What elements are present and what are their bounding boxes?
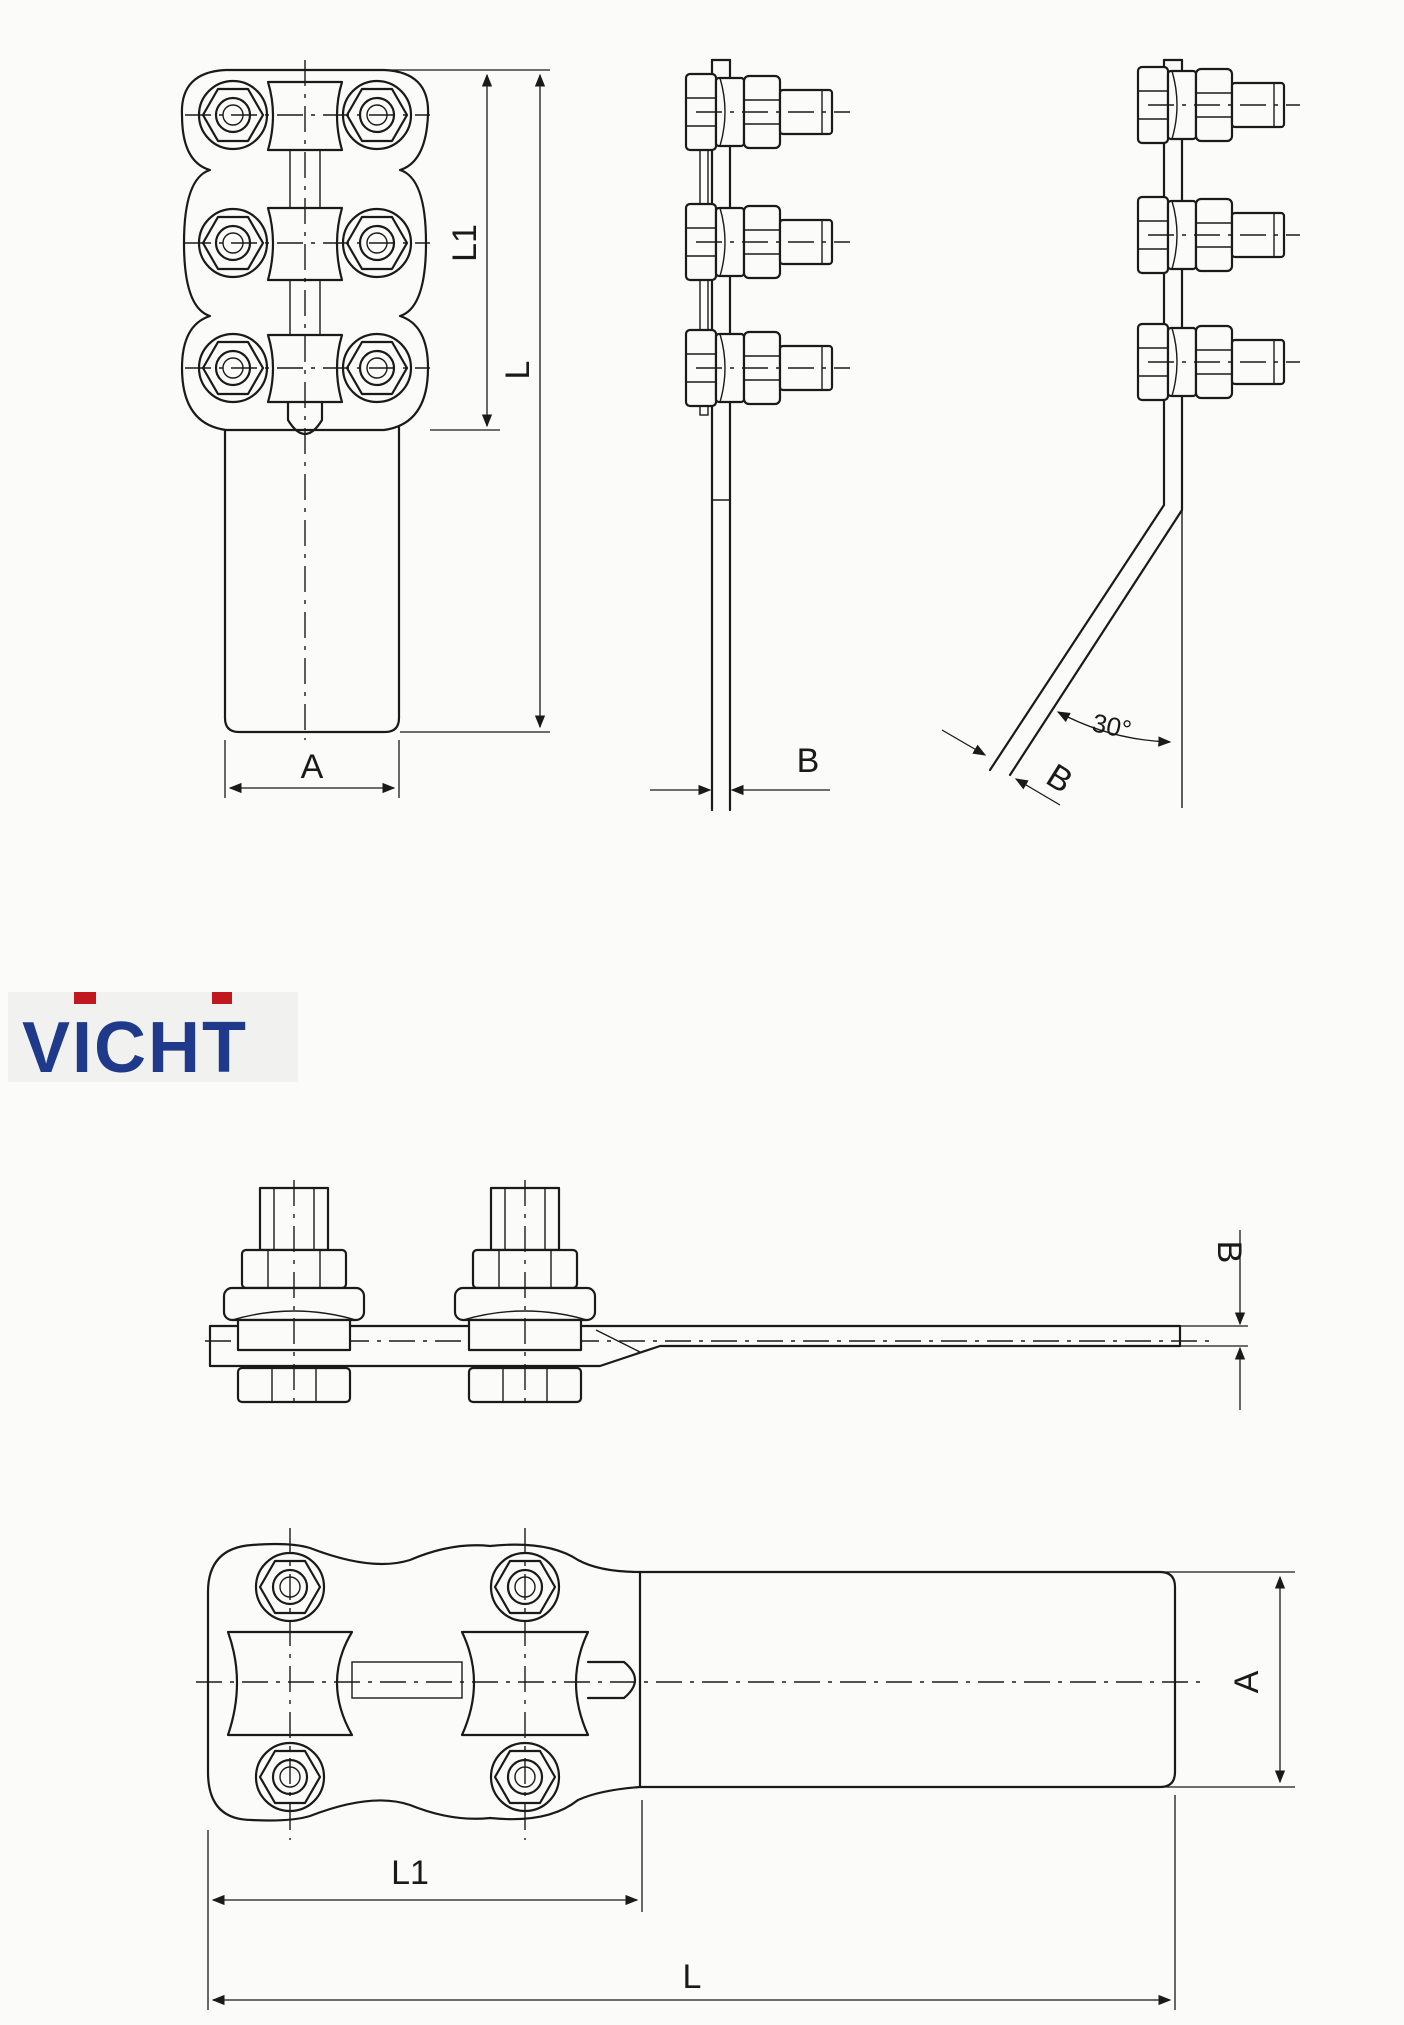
plan-view-horizontal <box>196 1528 1200 1840</box>
front-width-label: A <box>301 748 324 786</box>
side-view-straight <box>684 58 850 812</box>
brand-logo: VICHT <box>8 992 298 1088</box>
plan-width-label: A <box>1228 1670 1266 1693</box>
logo-accent-h <box>212 992 232 1004</box>
plan-length-label: L <box>683 1958 702 1996</box>
bent-angle-label: 30° <box>1090 707 1135 745</box>
plan-view-dimensions <box>207 1571 1295 2010</box>
bent-thickness-label: B <box>1040 757 1079 801</box>
bottom-side-thickness-label: B <box>1210 1241 1248 1264</box>
front-view-vertical <box>180 60 430 740</box>
front-length-label: L <box>499 361 537 380</box>
logo-accent-i <box>74 992 96 1004</box>
side-thickness-label: B <box>797 742 820 780</box>
plan-pitch-label: L1 <box>391 1854 429 1892</box>
front-view-dimensions <box>224 69 550 798</box>
side-view-bent <box>941 58 1300 808</box>
side-view-horizontal <box>205 1180 1248 1410</box>
front-pitch-label: L1 <box>446 224 484 262</box>
brand-logo-text: VICHT <box>22 1008 248 1088</box>
